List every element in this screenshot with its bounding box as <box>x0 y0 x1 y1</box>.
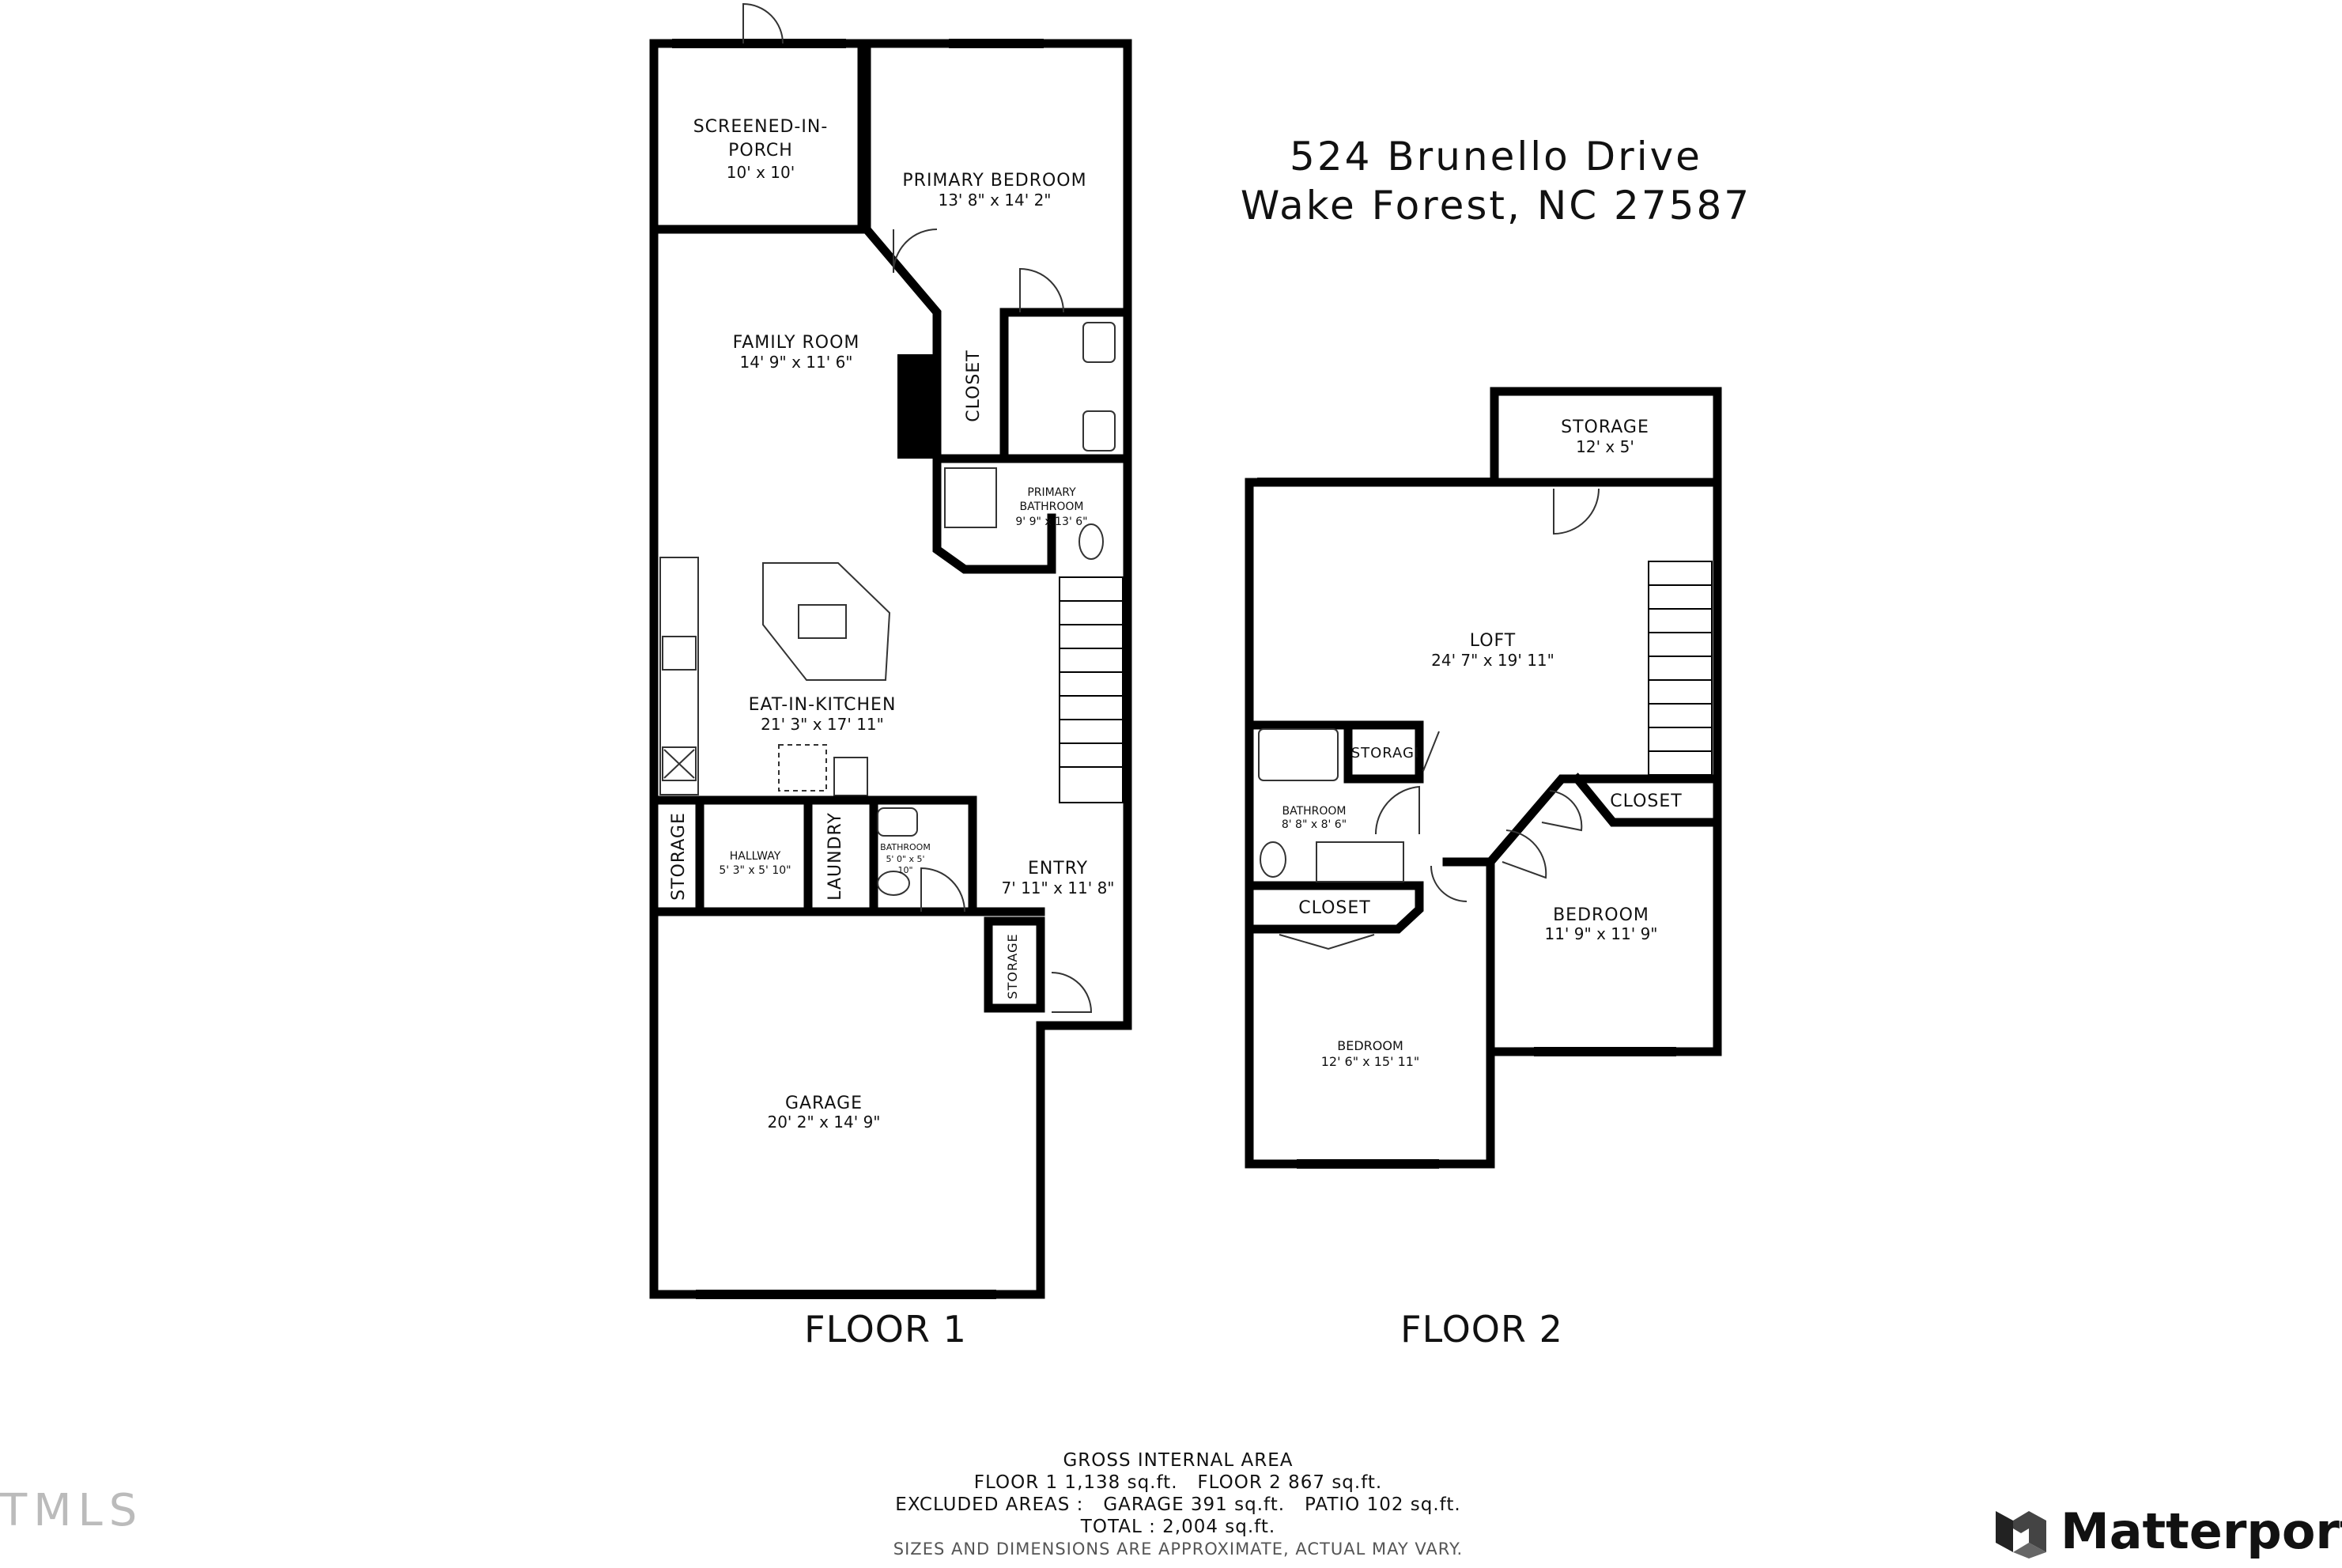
matterport-brand: Matterport <box>1993 1502 2342 1560</box>
area-total-line: TOTAL : 2,004 sq.ft. <box>1080 1517 1276 1537</box>
room-label-storage-f2: STORAGE <box>1561 418 1649 437</box>
area-heading: GROSS INTERNAL AREA <box>1063 1450 1294 1471</box>
room-label-garage: GARAGE <box>785 1094 863 1113</box>
room-label-entry: ENTRY <box>1028 859 1088 878</box>
room-dims2-bathroom-f1: 10" <box>897 865 912 875</box>
floor-2-title: FLOOR 2 <box>1400 1308 1563 1351</box>
room-dims-kitchen: 21' 3" x 17' 11" <box>761 715 884 734</box>
room-dims-bathroom-f2: 8' 8" x 8' 6" <box>1282 818 1347 831</box>
matterport-logo-icon <box>1996 1510 2046 1559</box>
area-floors-line: FLOOR 1 1,138 sq.ft. FLOOR 2 867 sq.ft. <box>973 1472 1383 1493</box>
room-label-primary-bathroom-line1: PRIMARY <box>1027 486 1076 499</box>
room-dims-bathroom-f1: 5' 0" x 5' <box>886 854 924 864</box>
room-dims-primary-bathroom: 9' 9" x 13' 6" <box>1015 516 1087 528</box>
room-dims-hallway: 5' 3" x 5' 10" <box>719 864 791 877</box>
area-excluded-line: EXCLUDED AREAS : GARAGE 391 sq.ft. PATIO… <box>895 1494 1461 1515</box>
floor-2-stairs <box>1648 561 1713 776</box>
room-label-closet-f2-right: CLOSET <box>1610 792 1682 811</box>
address-line2: Wake Forest, NC 27587 <box>1241 183 1751 229</box>
room-dims-family-room: 14' 9" x 11' 6" <box>739 353 852 372</box>
room-dims-garage: 20' 2" x 14' 9" <box>767 1113 880 1132</box>
area-summary: GROSS INTERNAL AREA FLOOR 1 1,138 sq.ft.… <box>791 1449 1566 1560</box>
room-label-storage-entry: STORAGE <box>1005 933 1020 999</box>
floor-2-plan: STORAGE 12' x 5' LOFT 24' 7" x 19' 11" S… <box>1245 387 1722 1351</box>
address-line1: 524 Brunello Drive <box>1290 134 1702 179</box>
mls-watermark: TMLS <box>0 1485 144 1536</box>
room-dims-porch: 10' x 10' <box>727 163 795 182</box>
room-dims-bedroom-left: 12' 6" x 15' 11" <box>1321 1054 1420 1069</box>
room-dims-primary-bedroom: 13' 8" x 14' 2" <box>938 191 1051 210</box>
room-label-bathroom-f2: BATHROOM <box>1282 805 1346 818</box>
room-label-storage-f1: STORAGE <box>669 812 689 901</box>
room-label-closet-f1: CLOSET <box>964 349 984 421</box>
room-dims-loft: 24' 7" x 19' 11" <box>1431 651 1554 670</box>
room-label-porch-line1: SCREENED-IN- <box>693 117 829 137</box>
room-label-laundry: LAUNDRY <box>825 812 845 901</box>
room-dims-bedroom-right: 11' 9" x 11' 9" <box>1544 924 1657 943</box>
room-label-hallway: HALLWAY <box>730 850 781 863</box>
room-dims-storage-f2: 12' x 5' <box>1576 437 1634 456</box>
room-label-bedroom-left: BEDROOM <box>1337 1038 1403 1053</box>
area-disclaimer: SIZES AND DIMENSIONS ARE APPROXIMATE, AC… <box>893 1540 1464 1559</box>
room-label-kitchen: EAT-IN-KITCHEN <box>749 695 897 715</box>
room-label-bedroom-right: BEDROOM <box>1553 905 1649 925</box>
room-label-bathroom-f1: BATHROOM <box>880 842 931 852</box>
floor-1-stairs <box>1059 576 1124 803</box>
room-label-family-room: FAMILY ROOM <box>733 333 860 353</box>
room-label-primary-bedroom: PRIMARY BEDROOM <box>902 171 1086 191</box>
room-label-storagi: STORAGI <box>1351 745 1420 761</box>
room-dims-entry: 7' 11" x 11' 8" <box>1001 878 1114 897</box>
floor-1-plan: SCREENED-IN- PORCH 10' x 10' PRIMARY BED… <box>649 2 1132 1351</box>
room-label-porch-line2: PORCH <box>728 141 793 161</box>
room-label-closet-f2-left: CLOSET <box>1298 898 1370 918</box>
room-label-primary-bathroom-line2: BATHROOM <box>1019 501 1083 513</box>
room-label-loft: LOFT <box>1470 631 1517 651</box>
matterport-wordmark: Matterport <box>2061 1502 2342 1560</box>
floor-1-title: FLOOR 1 <box>804 1308 967 1351</box>
